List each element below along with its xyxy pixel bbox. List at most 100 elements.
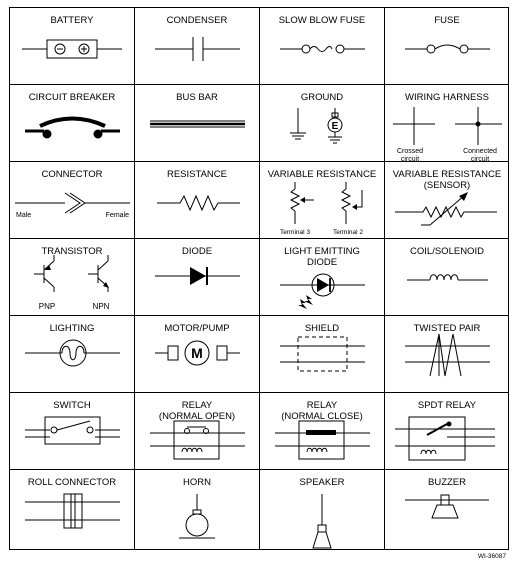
cell-spdt-relay: SPDT RELAY <box>385 393 509 470</box>
symbol-title: SPEAKER <box>299 477 345 488</box>
led-graphic <box>280 273 365 309</box>
cell-ground: GROUND E <box>260 85 385 162</box>
symbol-title: VARIABLE RESISTANCE (SENSOR) <box>392 169 502 191</box>
symbol-title: BATTERY <box>50 15 94 26</box>
transistor-symbol <box>34 255 109 292</box>
cell-twisted-pair: TWISTED PAIR <box>385 316 509 393</box>
battery-graphic <box>22 39 122 59</box>
spdt-relay-symbol <box>395 416 495 461</box>
diode-graphic <box>155 267 240 285</box>
cell-diode: DIODE <box>135 239 260 316</box>
cell-shield: SHIELD <box>260 316 385 393</box>
symbol-title: SHIELD <box>304 323 340 334</box>
spdt-relay-graphic <box>395 416 495 461</box>
relay-normal-open-graphic <box>150 420 245 460</box>
horn-graphic <box>179 494 215 539</box>
symbol-title: SWITCH <box>53 400 91 411</box>
motor-pump-graphic: M <box>155 340 240 366</box>
speaker-symbol <box>312 494 332 549</box>
symbol-title: ROLL CONNECTOR <box>27 477 117 488</box>
twisted-pair-graphic <box>405 333 490 377</box>
ground-symbol <box>290 108 343 144</box>
cell-variable-resistance-sensor: VARIABLE RESISTANCE (SENSOR) <box>385 162 509 239</box>
connector-graphic: Male Female <box>15 192 130 219</box>
coil-symbol <box>407 274 488 281</box>
male-label: Male <box>16 212 31 219</box>
symbol-title: CONDENSER <box>166 15 228 26</box>
coil-solenoid-graphic <box>407 274 488 281</box>
cell-horn: HORN <box>135 470 260 550</box>
cell-condenser: CONDENSER <box>135 8 260 85</box>
crossed-circuit-label: Crossed <box>397 148 423 155</box>
cell-fuse: FUSE <box>385 8 509 85</box>
motor-symbol <box>155 340 240 366</box>
sensor-symbol <box>395 192 497 226</box>
cell-switch: SWITCH <box>10 393 135 470</box>
switch-symbol <box>25 416 120 445</box>
symbol-title: RELAY (NORMAL CLOSE) <box>281 400 363 422</box>
cell-coil-solenoid: COIL/SOLENOID <box>385 239 509 316</box>
switch-graphic <box>25 416 120 445</box>
condenser-symbol <box>155 37 240 61</box>
symbol-title: FUSE <box>434 15 460 26</box>
symbol-title: WIRING HARNESS <box>405 92 489 103</box>
motor-letter: M <box>191 345 203 361</box>
lighting-symbol <box>25 339 120 367</box>
figure-id: WI-36087 <box>477 553 506 560</box>
cell-relay-normal-close: RELAY (NORMAL CLOSE) <box>260 393 385 470</box>
symbol-title: SLOW BLOW FUSE <box>278 15 366 26</box>
buzzer-symbol <box>405 494 489 519</box>
symbol-title: CIRCUIT BREAKER <box>28 92 116 103</box>
terminal-2-label: Terminal 2 <box>333 229 363 236</box>
relay-close-symbol <box>275 420 370 460</box>
symbol-title: BUS BAR <box>176 92 218 103</box>
variable-resistance-symbol <box>289 182 363 224</box>
ground-letter: E <box>332 121 339 132</box>
symbol-title: TWISTED PAIR <box>413 323 481 334</box>
symbol-title: TRANSISTOR <box>41 246 103 257</box>
symbol-title: BUZZER <box>428 477 466 488</box>
female-label: Female <box>106 212 129 219</box>
cell-buzzer: BUZZER <box>385 470 509 550</box>
lighting-graphic <box>25 339 120 367</box>
symbol-title: RESISTANCE <box>166 169 227 180</box>
connected-circuit-label: circuit <box>471 156 489 162</box>
resistance-symbol <box>157 194 240 212</box>
symbol-title: CONNECTOR <box>41 169 103 180</box>
relay-open-symbol <box>150 420 245 460</box>
variable-resistance-sensor-graphic <box>395 192 497 226</box>
buzzer-graphic <box>405 494 489 519</box>
terminal-3-label: Terminal 3 <box>280 229 310 236</box>
cell-relay-normal-open: RELAY (NORMAL OPEN) <box>135 393 260 470</box>
horn-symbol <box>179 494 215 539</box>
cell-speaker: SPEAKER <box>260 470 385 550</box>
twisted-pair-symbol <box>405 333 490 377</box>
connected-circuit-label: Connected <box>463 148 497 155</box>
cell-led: LIGHT EMITTING DIODE <box>260 239 385 316</box>
resistance-graphic <box>157 194 240 212</box>
ground-graphic: E <box>290 108 343 144</box>
cell-roll-connector: ROLL CONNECTOR <box>10 470 135 550</box>
symbol-title: MOTOR/PUMP <box>164 323 230 334</box>
roll-connector-symbol <box>25 493 120 529</box>
variable-resistance-graphic: Terminal 3 Terminal 2 <box>280 182 363 236</box>
bus-bar-graphic <box>150 120 245 128</box>
cell-resistance: RESISTANCE <box>135 162 260 239</box>
slow-blow-fuse-symbol <box>280 44 365 54</box>
relay-normal-close-graphic <box>275 420 370 460</box>
bus-bar-symbol <box>150 120 245 128</box>
crossed-circuit-label: circuit <box>401 156 419 162</box>
connector-symbol <box>15 192 130 214</box>
led-symbol <box>280 273 365 309</box>
circuit-breaker-symbol <box>25 116 120 139</box>
symbol-title: LIGHTING <box>49 323 95 334</box>
speaker-graphic <box>312 494 332 549</box>
pnp-label: PNP <box>39 302 55 311</box>
wiring-harness-symbol <box>393 107 502 145</box>
diode-symbol <box>155 267 240 285</box>
cell-motor-pump: MOTOR/PUMP M <box>135 316 260 393</box>
cell-slow-blow-fuse: SLOW BLOW FUSE <box>260 8 385 85</box>
symbol-title: COIL/SOLENOID <box>410 246 484 257</box>
